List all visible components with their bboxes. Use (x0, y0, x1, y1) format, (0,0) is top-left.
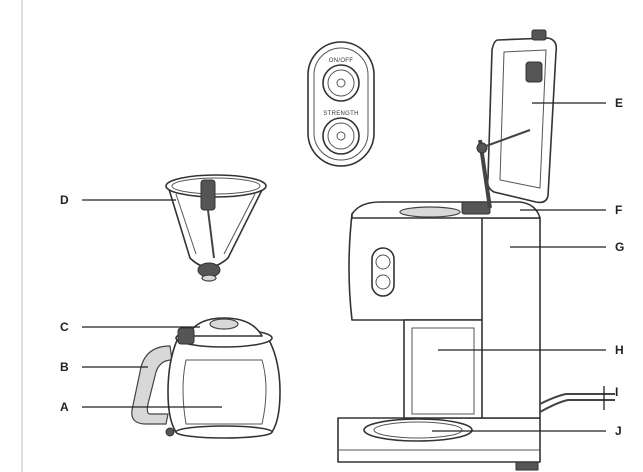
callout-j: J (432, 424, 622, 438)
warming-plate (363, 418, 473, 442)
callout-d-label: D (60, 193, 69, 207)
base-foot (515, 461, 539, 471)
power-button-center-icon (336, 78, 346, 88)
lid-tab (531, 29, 547, 41)
callout-j-label: J (615, 424, 622, 438)
callout-i-label: I (615, 385, 618, 399)
callout-i: I (603, 385, 618, 410)
callout-b-label: B (60, 360, 69, 374)
callout-c-label: C (60, 320, 69, 334)
water-reservoir-column (479, 217, 541, 419)
callout-e: E (532, 96, 623, 110)
carafe-illustration (131, 317, 281, 439)
filter-basket-rim (165, 174, 267, 198)
callout-b: B (60, 360, 148, 374)
strength-button-center-icon (336, 131, 346, 141)
reservoir-lid-inner (499, 49, 547, 189)
filter-basket-rim-inner (171, 177, 261, 195)
carafe-lid-knob (209, 318, 239, 330)
power-button-ring (327, 69, 355, 97)
power-button-label: ON/OFF (329, 58, 353, 64)
carafe-window (182, 359, 267, 425)
filter-basket-cone (167, 185, 265, 268)
lid-support-rod (485, 129, 531, 147)
carafe-handle (131, 345, 173, 425)
filter-basket-inner-wall (175, 193, 197, 255)
callout-c: C (60, 320, 200, 334)
power-cord (539, 393, 615, 405)
lid-hinge-joint (476, 142, 488, 154)
lid-vent-icon (525, 61, 543, 83)
side-button-panel (371, 247, 395, 297)
filter-basket-inner-wall-2 (223, 193, 256, 255)
strength-button-ring (327, 122, 355, 150)
side-power-button (375, 254, 391, 270)
callout-a: A (60, 400, 222, 414)
callout-f-label: F (615, 203, 622, 217)
shower-head-opening (399, 206, 461, 218)
control-panel-inner (313, 47, 369, 161)
reservoir-lid (486, 37, 558, 204)
power-cord-2 (539, 399, 615, 413)
brew-area-inner (411, 327, 475, 415)
callout-g: G (510, 240, 624, 254)
carafe-bottom (175, 425, 273, 439)
side-strength-button (375, 274, 391, 290)
callout-a-label: A (60, 400, 69, 414)
warming-plate-inner (373, 421, 463, 439)
filter-basket-valve-tip (201, 274, 217, 282)
carafe-pour-spout (165, 427, 175, 437)
strength-button-label: STRENGTH (323, 111, 358, 117)
brew-area-cavity (403, 319, 483, 419)
callout-e-label: E (615, 96, 623, 110)
callout-d: D (60, 193, 176, 207)
filter-basket-illustration (165, 174, 267, 282)
front-housing (348, 213, 483, 321)
carafe-lid-latch (177, 327, 195, 345)
lid-hinge-block (461, 201, 491, 215)
callout-g-label: G (615, 240, 624, 254)
control-panel-illustration: ON/OFF STRENGTH (307, 41, 375, 167)
callout-f: F (520, 203, 622, 217)
filter-basket-handle-stem (207, 209, 215, 259)
coffee-maker-illustration (337, 29, 615, 471)
filter-basket-handle (200, 179, 216, 211)
callout-h: H (438, 343, 624, 357)
callout-h-label: H (615, 343, 624, 357)
